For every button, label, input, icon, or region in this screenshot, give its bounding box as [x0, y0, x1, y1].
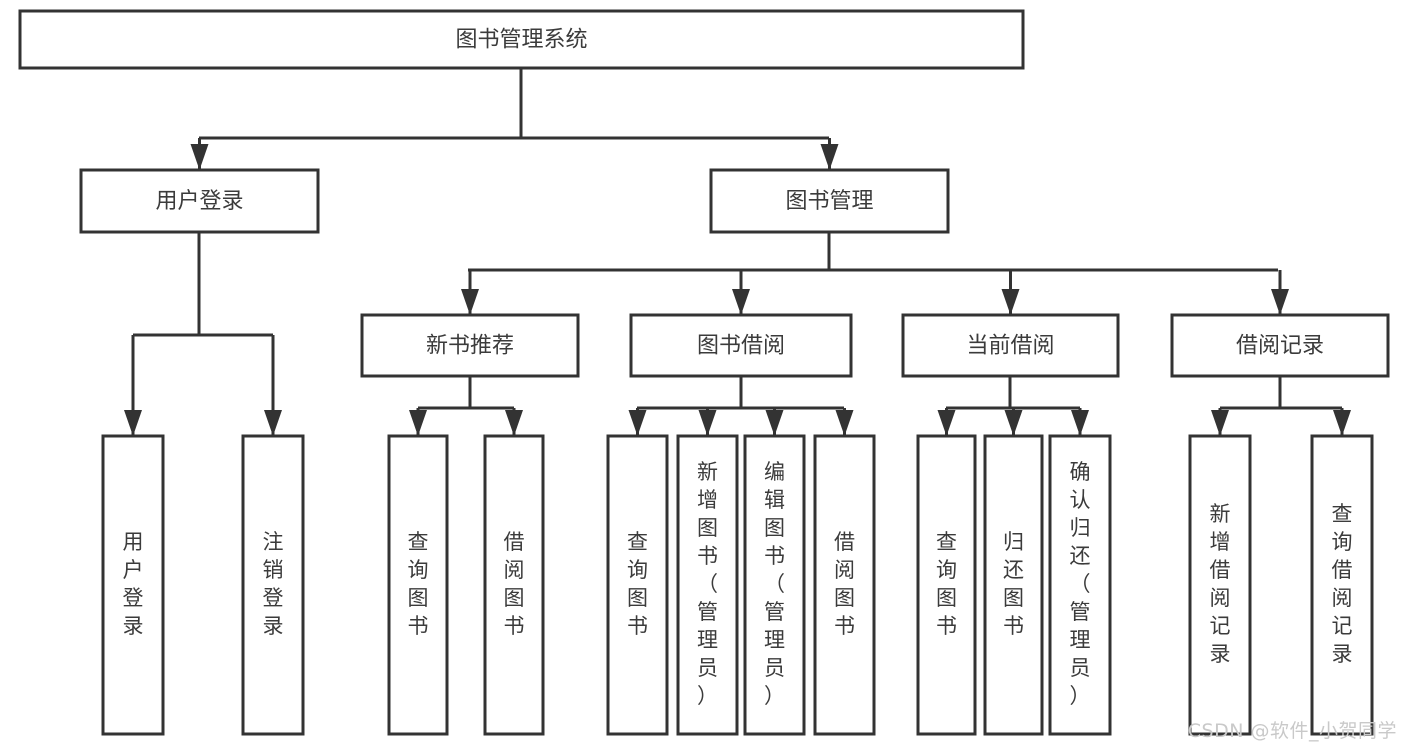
arrow-head-icon — [1071, 410, 1089, 436]
node-book-borrow[interactable]: 图书借阅 — [629, 313, 853, 378]
node-label: 图书管理 — [785, 189, 873, 214]
node-label: 归还图书 — [1003, 530, 1024, 638]
node-box — [1048, 434, 1112, 736]
node-leaf-query-book-3[interactable]: 查询图书 — [916, 434, 977, 736]
csdn-watermark: CSDN @软件_小贺同学 — [1187, 720, 1397, 742]
arrow-head-icon — [628, 410, 647, 436]
node-box — [483, 434, 545, 736]
node-box — [916, 434, 977, 736]
node-borrow-record[interactable]: 借阅记录 — [1170, 313, 1390, 378]
node-label: 确认归还（管理员） — [1070, 460, 1091, 708]
node-box — [79, 168, 320, 234]
node-leaf-edit-book[interactable]: 编辑图书（管理员） — [743, 434, 806, 736]
node-label: 用户登录 — [155, 189, 243, 214]
node-leaf-return-book[interactable]: 归还图书 — [983, 434, 1044, 736]
node-label: 注销登录 — [263, 530, 284, 638]
node-box — [743, 434, 806, 736]
node-box — [709, 168, 950, 234]
node-box — [101, 434, 165, 736]
node-box — [813, 434, 876, 736]
arrow-head-icon — [1004, 410, 1023, 436]
node-leaf-query-record[interactable]: 查询借阅记录 — [1310, 434, 1374, 736]
arrow-head-icon — [937, 410, 956, 436]
node-box — [360, 313, 580, 378]
connectors-layer — [124, 68, 1351, 436]
node-user-login[interactable]: 用户登录 — [79, 168, 320, 234]
node-label: 查询图书 — [408, 530, 429, 638]
node-label: 图书管理系统 — [455, 28, 587, 53]
node-new-book-rec[interactable]: 新书推荐 — [360, 313, 580, 378]
arrow-head-icon — [1271, 289, 1289, 315]
nodes-layer: 图书管理系统用户登录图书管理新书推荐图书借阅当前借阅借阅记录用户登录注销登录查询… — [18, 9, 1390, 736]
node-leaf-confirm-return[interactable]: 确认归还（管理员） — [1048, 434, 1112, 736]
node-label: 查询图书 — [936, 530, 957, 638]
arrow-head-icon — [835, 410, 854, 436]
node-box — [241, 434, 305, 736]
node-box — [983, 434, 1044, 736]
node-box — [901, 313, 1120, 378]
node-label: 借阅图书 — [834, 530, 855, 638]
node-leaf-query-book-1[interactable]: 查询图书 — [387, 434, 449, 736]
node-box — [387, 434, 449, 736]
node-leaf-logout[interactable]: 注销登录 — [241, 434, 305, 736]
node-label: 新增图书（管理员） — [697, 460, 718, 708]
arrow-head-icon — [1211, 410, 1229, 436]
node-box — [629, 313, 853, 378]
arrow-head-icon — [264, 410, 282, 436]
node-leaf-borrow-book-1[interactable]: 借阅图书 — [483, 434, 545, 736]
node-box — [18, 9, 1025, 70]
node-leaf-user-login[interactable]: 用户登录 — [101, 434, 165, 736]
arrow-head-icon — [1333, 410, 1351, 436]
node-label: 借阅记录 — [1236, 334, 1324, 359]
node-label: 当前借阅 — [966, 334, 1054, 359]
node-leaf-add-book[interactable]: 新增图书（管理员） — [676, 434, 739, 736]
arrow-head-icon — [190, 144, 209, 170]
node-root[interactable]: 图书管理系统 — [18, 9, 1025, 70]
node-label: 新增借阅记录 — [1210, 502, 1231, 666]
node-leaf-query-book-2[interactable]: 查询图书 — [606, 434, 669, 736]
node-label: 借阅图书 — [504, 530, 525, 638]
arrow-head-icon — [820, 144, 839, 170]
node-label: 查询图书 — [627, 530, 648, 638]
node-label: 查询借阅记录 — [1332, 502, 1353, 666]
node-box — [1310, 434, 1374, 736]
node-current-borrow[interactable]: 当前借阅 — [901, 313, 1120, 378]
node-label: 编辑图书（管理员） — [764, 460, 785, 708]
arrow-head-icon — [698, 410, 717, 436]
node-book-manage[interactable]: 图书管理 — [709, 168, 950, 234]
node-label: 图书借阅 — [697, 334, 785, 359]
arrow-head-icon — [461, 289, 479, 315]
arrow-head-icon — [732, 289, 750, 315]
arrow-head-icon — [124, 410, 142, 436]
node-box — [1170, 313, 1390, 378]
node-box — [676, 434, 739, 736]
node-box — [1188, 434, 1252, 736]
arrow-head-icon — [765, 410, 784, 436]
arrow-head-icon — [409, 410, 427, 436]
node-leaf-add-record[interactable]: 新增借阅记录 — [1188, 434, 1252, 736]
node-label: 用户登录 — [123, 530, 144, 638]
arrow-head-icon — [1001, 289, 1020, 315]
node-box — [606, 434, 669, 736]
node-leaf-borrow-book-2[interactable]: 借阅图书 — [813, 434, 876, 736]
node-label: 新书推荐 — [426, 334, 514, 359]
arrow-head-icon — [505, 410, 523, 436]
